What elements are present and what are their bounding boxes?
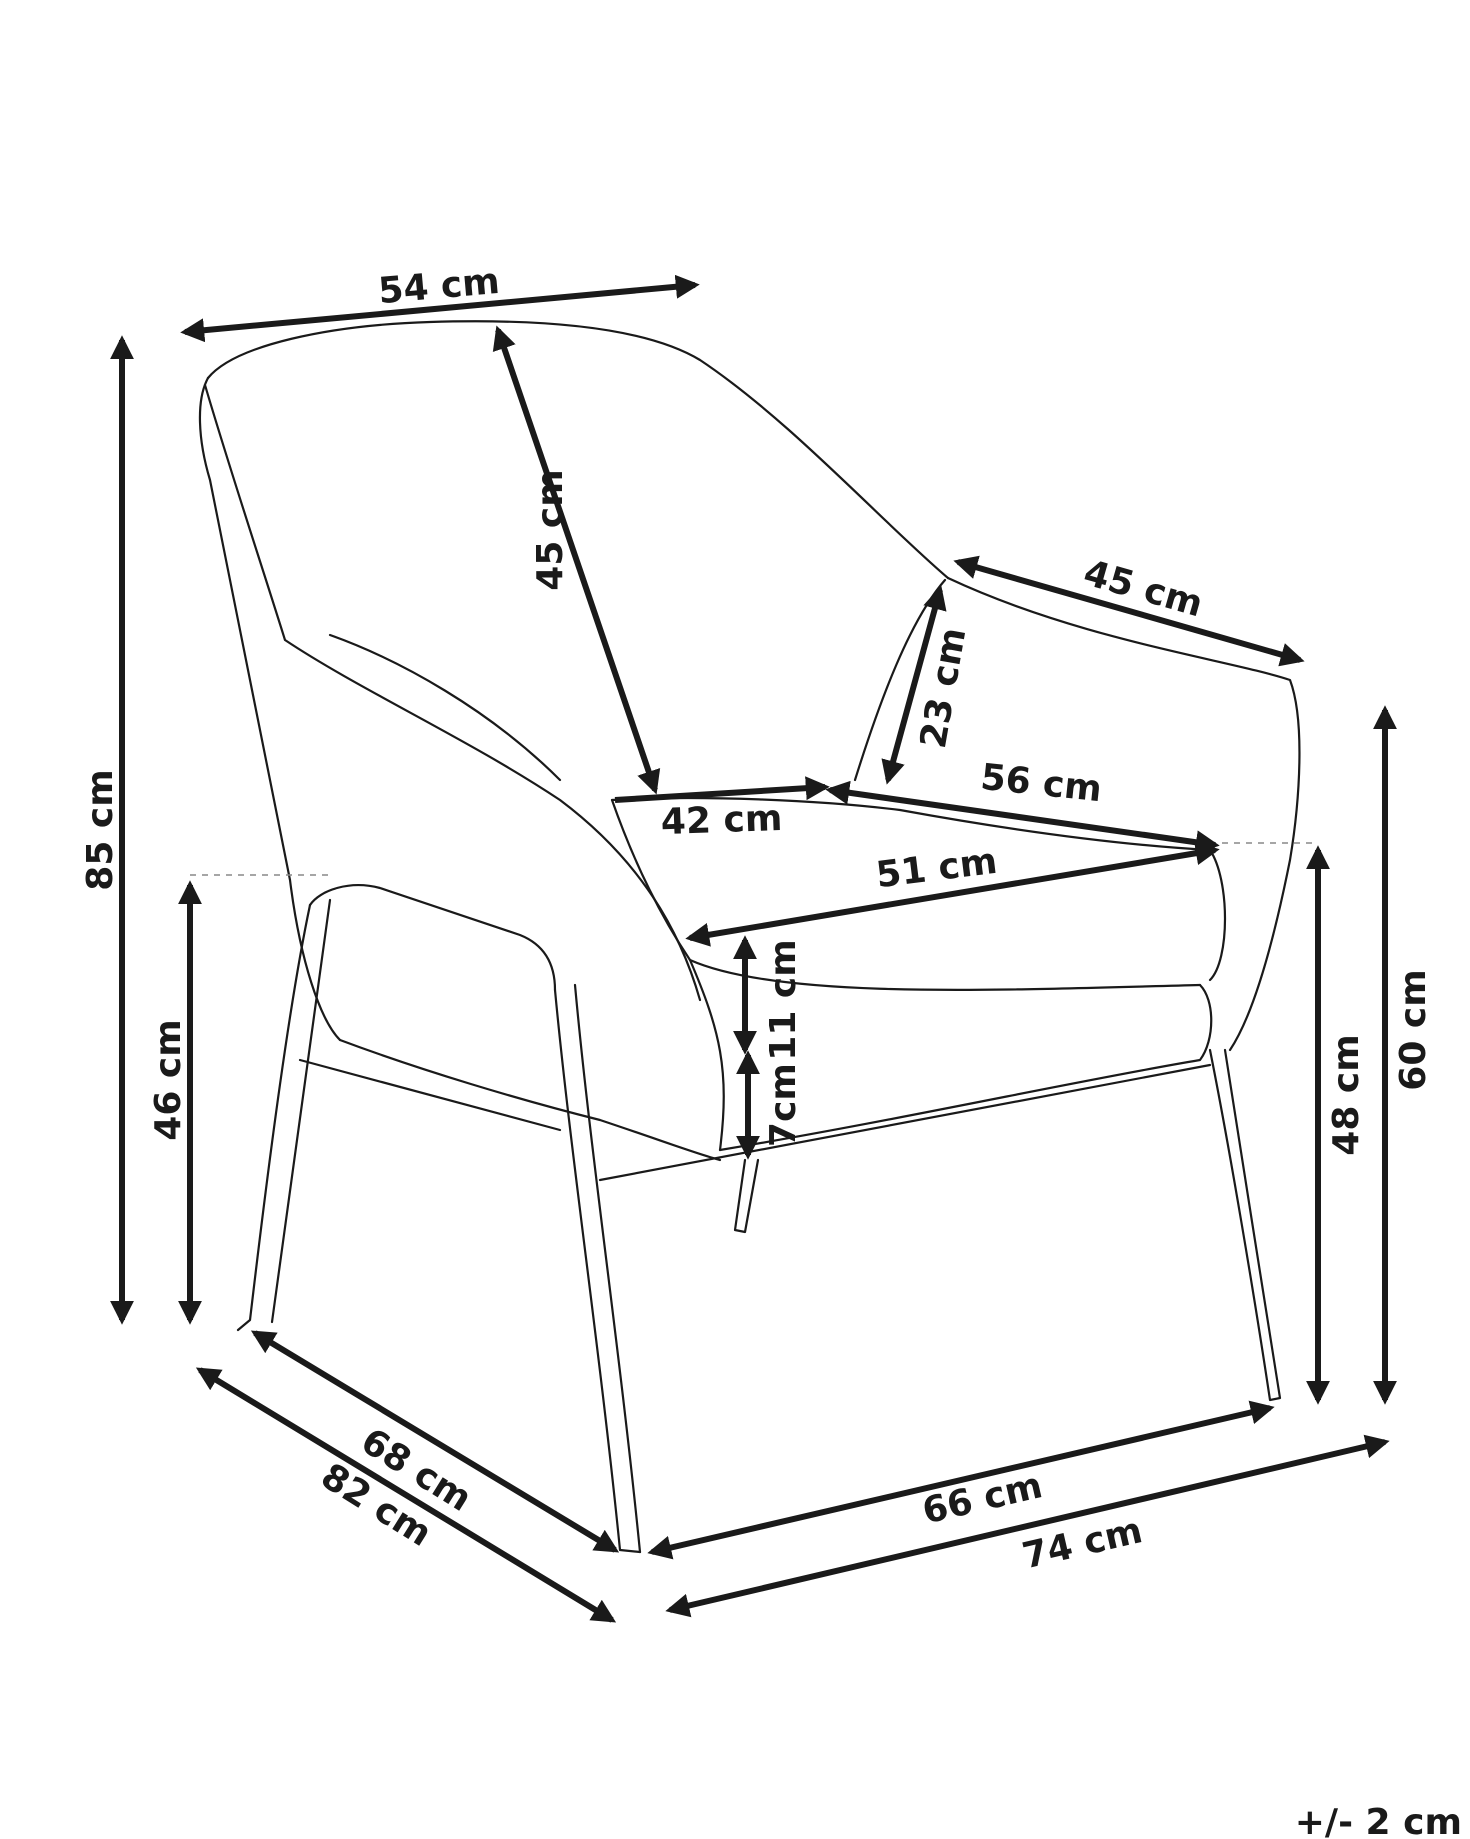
armchair-outline (198, 320, 1301, 1554)
label-tolerance: +/- 2 cm (1295, 1802, 1462, 1839)
arrow-seat-depth-inner (614, 776, 830, 803)
label-arm-total-height: 60 cm (1393, 969, 1434, 1090)
arrow-total-depth (195, 1367, 617, 1623)
dimension-labels: 54 cm 85 cm 45 cm 45 cm 23 cm 42 cm 56 c… (80, 261, 1462, 1839)
arrow-seat-depth-outer (825, 780, 1220, 855)
dimension-arrows (110, 274, 1397, 1623)
label-cushion-thickness: 11 cm (763, 939, 804, 1060)
label-armrest-height: 23 cm (913, 625, 974, 752)
label-backrest-height: 45 cm (530, 469, 571, 590)
arrow-total-width (665, 1434, 1390, 1618)
label-base-thickness: 7cm (763, 1063, 804, 1147)
arrow-top-width (180, 274, 700, 343)
label-seat-depth-outer: 56 cm (979, 757, 1104, 810)
label-seat-height: 46 cm (148, 1019, 189, 1140)
label-total-width: 74 cm (1019, 1510, 1147, 1577)
arrow-seat-width (685, 841, 1220, 947)
arrow-armrest-length (953, 555, 1305, 667)
arrow-leg-width (647, 1400, 1275, 1560)
label-armrest-floor-height: 48 cm (1326, 1034, 1367, 1155)
guide-lines (190, 842, 1315, 876)
arrow-armrest-height (881, 585, 947, 785)
arrow-backrest-height (492, 325, 661, 795)
label-seat-depth-inner: 42 cm (660, 798, 783, 843)
label-total-height: 85 cm (80, 769, 121, 890)
